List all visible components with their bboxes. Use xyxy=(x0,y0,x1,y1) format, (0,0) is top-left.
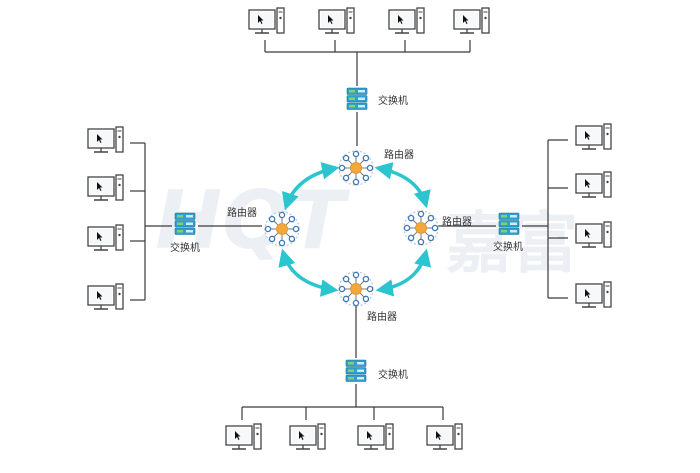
cabling xyxy=(130,40,568,420)
arrow-bottom-right xyxy=(375,248,432,297)
computer-icon-left-3 xyxy=(87,224,124,251)
computer-icon-top-3 xyxy=(388,7,425,34)
computer-icon-right-1 xyxy=(575,123,612,150)
router-icon-left xyxy=(264,211,300,247)
routing-arrows xyxy=(278,162,432,297)
computer-icon-top-2 xyxy=(318,7,355,34)
computer-icon-left-1 xyxy=(87,126,124,153)
router-icon-right xyxy=(403,210,439,246)
computer-icon-bottom-3 xyxy=(357,423,394,450)
devices xyxy=(87,7,612,450)
computer-icon-left-2 xyxy=(87,174,124,201)
router-icon-top xyxy=(338,150,374,186)
router-label-bottom: 路由器 xyxy=(367,310,397,323)
device-labels: 交换机交换机交换机交换机路由器路由器路由器路由器 xyxy=(170,94,523,381)
computer-icon-left-4 xyxy=(87,283,124,310)
router-label-top: 路由器 xyxy=(384,148,414,161)
switch-icon-top xyxy=(346,87,368,110)
arrow-bottom-left xyxy=(278,248,339,297)
switch-label-top: 交换机 xyxy=(378,94,408,107)
computer-icon-bottom-4 xyxy=(426,423,463,450)
computer-icon-bottom-1 xyxy=(225,423,262,450)
computer-icon-top-1 xyxy=(248,7,285,34)
computer-icon-bottom-2 xyxy=(289,423,326,450)
computer-icon-right-4 xyxy=(575,281,612,308)
router-icon-bottom xyxy=(338,271,374,307)
switch-icon-bottom xyxy=(345,359,367,382)
arrow-top-left xyxy=(281,162,340,211)
computer-icon-right-2 xyxy=(575,171,612,198)
router-label-left: 路由器 xyxy=(227,206,257,219)
computer-icon-top-4 xyxy=(453,7,490,34)
computer-icon-right-3 xyxy=(575,221,612,248)
switch-icon-left xyxy=(174,212,196,235)
switch-label-bottom: 交换机 xyxy=(378,368,408,381)
switch-icon-right xyxy=(498,212,520,235)
switch-label-left: 交换机 xyxy=(170,241,200,254)
router-label-right: 路由器 xyxy=(442,215,472,228)
arrow-top-right xyxy=(374,162,431,209)
switch-label-right: 交换机 xyxy=(493,240,523,253)
